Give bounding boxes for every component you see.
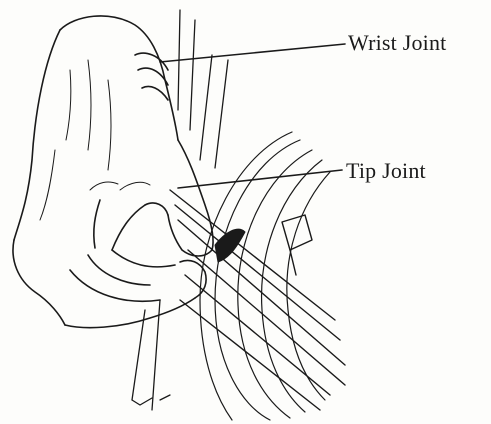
hand (13, 16, 213, 328)
guitar-edge-lines (132, 10, 228, 410)
bridge (282, 215, 312, 275)
tip-joint-leader (178, 170, 342, 188)
wrist-joint-label: Wrist Joint (348, 30, 446, 56)
sound-hole-rings (200, 132, 330, 420)
tip-joint-label: Tip Joint (346, 158, 426, 184)
wrist-joint-leader (160, 44, 345, 62)
guitar-strings (170, 190, 345, 410)
leader-lines (160, 44, 345, 188)
